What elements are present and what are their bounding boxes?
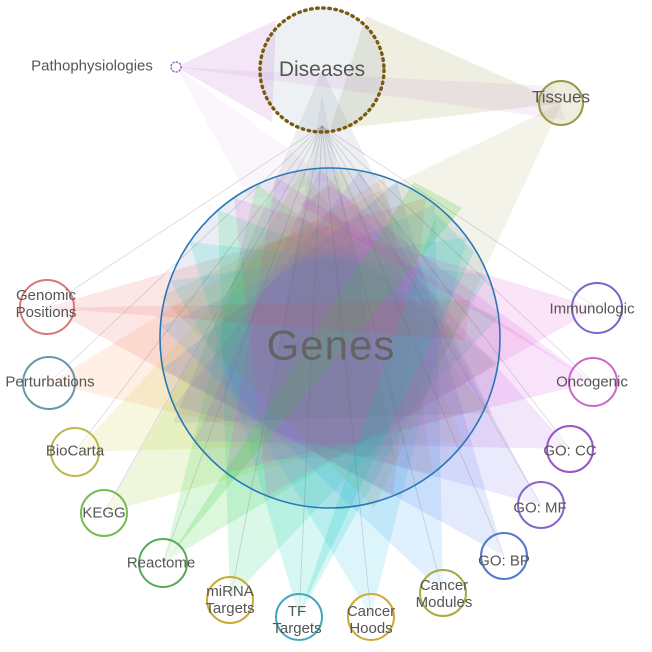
tf-targets-node[interactable] xyxy=(275,593,323,641)
oncogenic-node[interactable] xyxy=(568,357,618,407)
go-cc-node[interactable] xyxy=(546,425,594,473)
go-bp-node[interactable] xyxy=(480,532,528,580)
genomic-positions-node[interactable] xyxy=(19,279,75,335)
genes-circle-fill xyxy=(160,168,500,508)
genes-node[interactable] xyxy=(159,167,501,509)
edge-bundle-kegg xyxy=(104,170,485,513)
edge-highlight-tf-targets xyxy=(300,214,474,612)
disease-strand xyxy=(321,125,444,594)
edge-bundle-tf-targets xyxy=(190,242,488,617)
edge-bundle-pathophysiologies-genes xyxy=(176,67,330,200)
disease-strand xyxy=(103,125,323,514)
edge-bundle-pathophysiologies-diseases xyxy=(176,20,276,122)
edge-bundle-genomic-positions xyxy=(47,198,426,496)
edge-bundle-perturbations xyxy=(49,177,433,474)
disease-strand xyxy=(298,125,323,618)
disease-strand xyxy=(74,125,323,453)
cancer-modules-node[interactable] xyxy=(419,569,467,617)
edge-bundle-go-cc xyxy=(194,168,570,449)
tissues-node[interactable] xyxy=(538,80,584,126)
disease-strand xyxy=(229,125,323,601)
disease-strand xyxy=(321,125,598,309)
disease-strand xyxy=(321,125,372,618)
edge-bundle-diseases-genes-inner xyxy=(260,95,395,460)
edge-bundle-go-mf xyxy=(174,171,541,505)
edge-bundle-cancer-modules xyxy=(161,204,443,593)
top-edge-bundles xyxy=(160,16,566,508)
biocarta-node[interactable] xyxy=(50,427,100,477)
disease-strand xyxy=(321,125,542,506)
mirna-targets-node[interactable] xyxy=(206,576,254,624)
diseases-node[interactable] xyxy=(258,6,386,134)
edge-bundle-cancer-hoods xyxy=(170,237,467,617)
pathophysiologies-node[interactable] xyxy=(170,61,182,73)
peripheral-nodes xyxy=(19,279,623,641)
disease-strand xyxy=(321,125,594,383)
edge-highlight-oncogenic xyxy=(300,185,590,380)
edge-bundle-oncogenic xyxy=(226,177,593,473)
disease-strand xyxy=(321,125,571,450)
edge-highlight-reactome xyxy=(170,182,462,556)
immunologic-node[interactable] xyxy=(571,282,623,334)
disease-strand xyxy=(321,125,505,557)
edge-bundle-pathophysiologies-tissues xyxy=(176,67,566,120)
disease-strand xyxy=(48,125,323,384)
disease-strand xyxy=(162,125,323,564)
perturbations-node[interactable] xyxy=(22,356,76,410)
cancer-hoods-node[interactable] xyxy=(347,593,395,641)
go-mf-node[interactable] xyxy=(517,481,565,529)
edge-bundles xyxy=(47,168,597,617)
reactome-node[interactable] xyxy=(138,538,188,588)
edge-bundle-diseases-genes xyxy=(173,70,492,423)
edge-bundle-tissues-diseases xyxy=(330,16,562,130)
edge-bundle-immunologic xyxy=(234,198,597,496)
edge-highlight-genomic-positions xyxy=(50,300,470,340)
edge-bundle-go-bp xyxy=(163,182,504,556)
disease-strand xyxy=(46,125,323,308)
edge-bundle-biocarta xyxy=(75,168,464,452)
edge-bundle-tissues-genes xyxy=(160,103,562,508)
disease-strand-lines xyxy=(46,125,598,618)
edge-bundle-reactome xyxy=(163,184,498,563)
kegg-node[interactable] xyxy=(80,489,128,537)
